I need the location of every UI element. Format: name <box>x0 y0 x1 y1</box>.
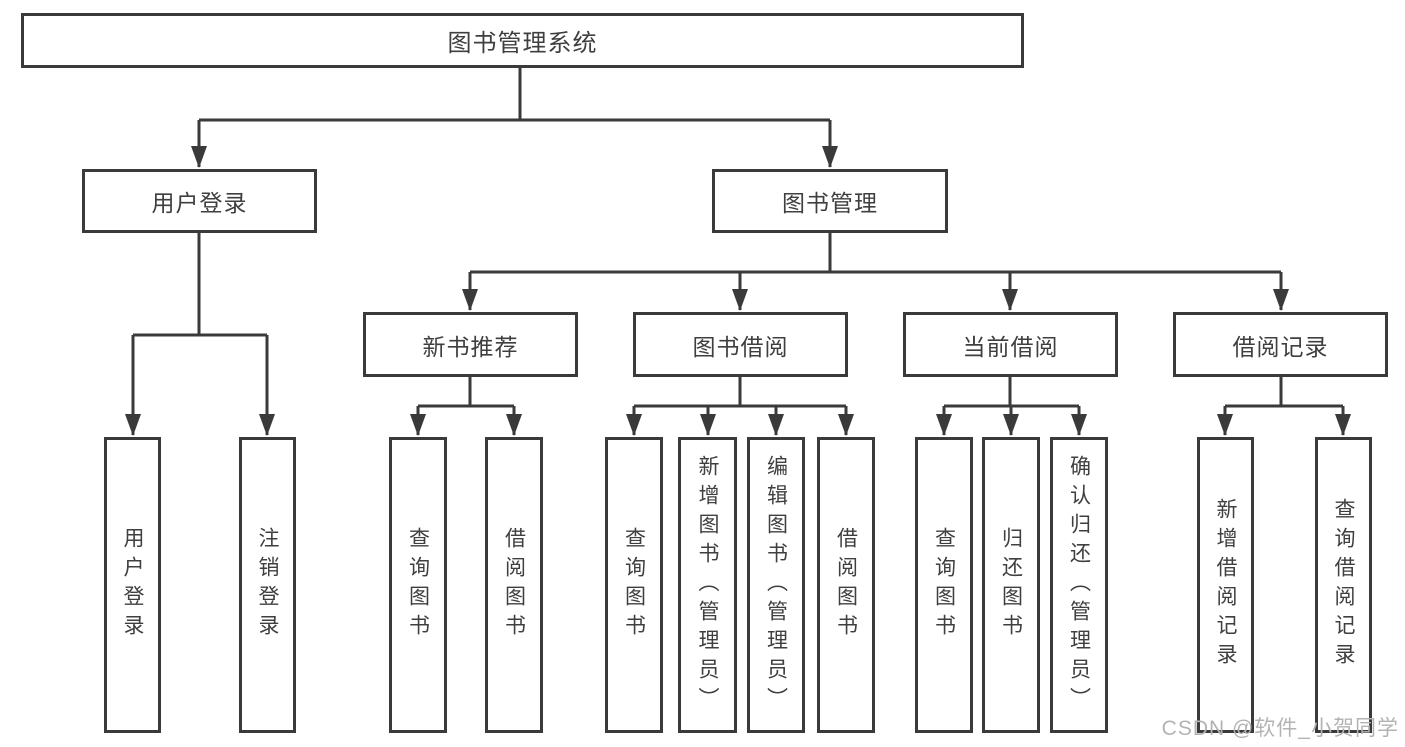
leaf-borrow-books-recommend: 借阅图书 <box>485 437 543 733</box>
leaf-query-books-recommend: 查询图书 <box>389 437 447 733</box>
node-root-library-system: 图书管理系统 <box>21 13 1024 68</box>
leaf-query-books-current: 查询图书 <box>915 437 973 733</box>
leaf-label: 查询图书 <box>622 527 646 643</box>
leaf-query-books-borrowing: 查询图书 <box>605 437 663 733</box>
leaf-label: 新增图书（管理员） <box>696 454 719 716</box>
node-book-management: 图书管理 <box>712 169 948 233</box>
leaf-query-borrow-record: 查询借阅记录 <box>1315 437 1372 733</box>
leaf-confirm-return-admin: 确认归还（管理员） <box>1050 437 1108 733</box>
leaf-label: 注销登录 <box>256 527 279 643</box>
leaf-label: 查询图书 <box>932 527 956 643</box>
node-user-login: 用户登录 <box>82 169 317 233</box>
leaf-label: 用户登录 <box>121 527 144 643</box>
leaf-logout: 注销登录 <box>239 437 296 733</box>
leaf-edit-books-admin: 编辑图书（管理员） <box>747 437 805 733</box>
leaf-label: 借阅图书 <box>834 527 858 643</box>
leaf-label: 归还图书 <box>999 527 1023 643</box>
leaf-return-books: 归还图书 <box>982 437 1040 733</box>
leaf-add-borrow-record: 新增借阅记录 <box>1197 437 1254 733</box>
leaf-label: 查询借阅记录 <box>1332 498 1355 672</box>
csdn-watermark: CSDN @软件_小贺同学 <box>1161 717 1399 740</box>
node-new-book-recommendation: 新书推荐 <box>363 312 578 377</box>
leaf-add-books-admin: 新增图书（管理员） <box>678 437 737 733</box>
leaf-label: 查询图书 <box>406 527 430 643</box>
leaf-label: 编辑图书（管理员） <box>764 454 788 716</box>
leaf-borrow-books-borrowing: 借阅图书 <box>817 437 875 733</box>
node-current-borrowing: 当前借阅 <box>903 312 1118 377</box>
leaf-label: 借阅图书 <box>502 527 526 643</box>
node-book-borrowing: 图书借阅 <box>633 312 848 377</box>
node-borrowing-records: 借阅记录 <box>1173 312 1388 377</box>
leaf-label: 新增借阅记录 <box>1214 498 1237 672</box>
leaf-user-login: 用户登录 <box>104 437 161 733</box>
leaf-label: 确认归还（管理员） <box>1067 454 1091 716</box>
